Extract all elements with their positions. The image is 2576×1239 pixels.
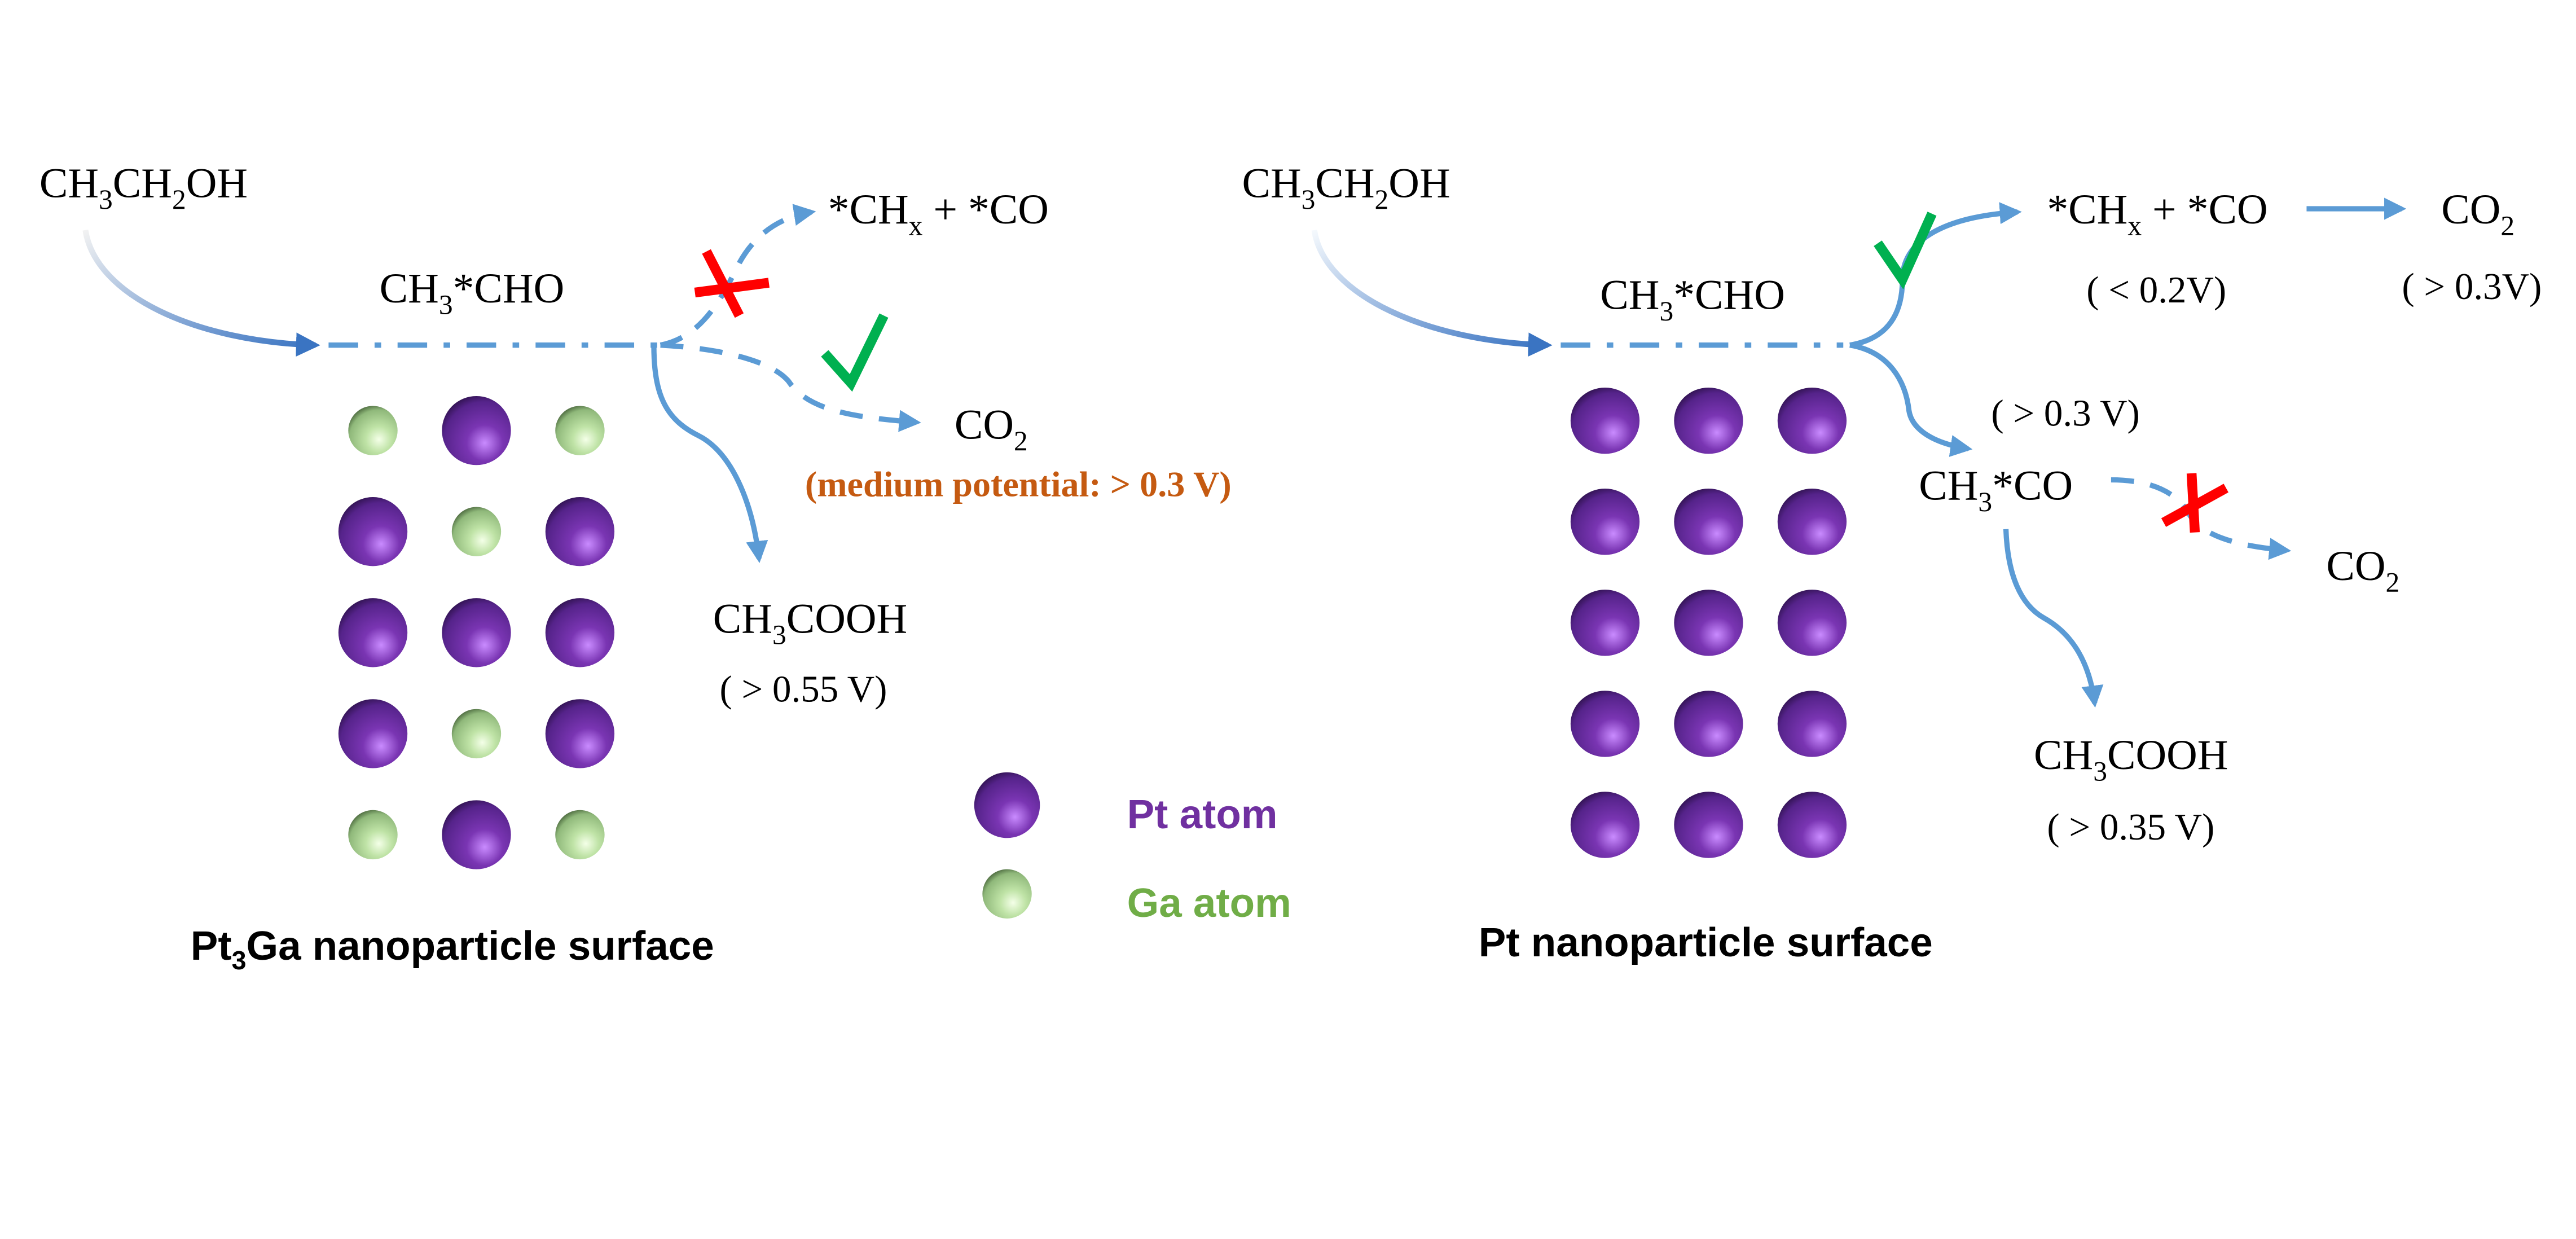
left-reactant-ethanol: CH3CH2OH [39,160,248,215]
ga-atom [555,406,605,455]
right-reactant-ethanol: CH3CH2OH [1242,160,1450,215]
right-panel-title: Pt nanoparticle surface [1479,920,1933,965]
left-acetic-acid-potential: ( > 0.55 V) [719,669,887,710]
pt-atom [1777,387,1847,454]
legend-pt-label: Pt atom [1127,792,1278,837]
pt-atom [1570,792,1640,858]
pt-atom [442,598,511,667]
right-arrow-to-acetic-acid [2003,529,2104,708]
left-arrow-ethanol-to-acetaldehyde [82,230,320,357]
pt-atom [442,396,511,465]
pt-atom [1777,590,1847,656]
right-product-acetic-acid: CH3COOH [2034,732,2228,787]
legend-pt-atom-icon [974,772,1040,838]
left-arrow-to-co2 [660,342,921,432]
left-panel: CH3CH2OH CH3*CHO *CHx + *CO CO2 (medium … [39,160,1232,976]
pt-atom [338,497,408,566]
left-arrow-to-c1 [660,204,816,348]
cross-icon [2161,473,2228,533]
pt-atom [1570,387,1640,454]
pt-atom [1570,691,1640,757]
legend: Pt atom Ga atom [974,772,1291,926]
pt-atom [1674,387,1743,454]
right-intermediate-acetaldehyde: CH3*CHO [1600,272,1785,327]
pt-atom [545,699,615,768]
right-arrow-to-c1 [1849,202,2022,348]
right-product-co2-bottom: CO2 [2326,543,2399,597]
ga-atom [555,810,605,860]
right-arrow-acetyl-to-co2 [2111,477,2292,560]
right-c1-potential: ( < 0.2V) [2086,269,2226,311]
pt-atom [1674,792,1743,858]
check-icon [1874,212,1937,290]
pt-atom [1777,691,1847,757]
right-panel: CH3CH2OH CH3*CHO *CHx + *CO ( < 0.2V) CO… [1242,160,2542,965]
pt-atom [1570,590,1640,656]
right-arrow-to-acetyl [1849,342,1973,457]
pt-atom [1674,691,1743,757]
right-acetic-acid-potential: ( > 0.35 V) [2047,806,2214,848]
pt-atom [338,598,408,667]
left-panel-title: Pt3Ga nanoparticle surface [191,923,714,975]
right-product-chx-co: *CHx + *CO [2047,186,2267,241]
ga-atom [348,810,398,860]
left-arrow-to-acetic-acid [651,345,768,564]
right-co2-top-potential: ( > 0.3V) [2402,266,2542,307]
pt-surface-grid [1570,387,1847,858]
cross-icon [694,249,770,318]
left-product-co2: CO2 [955,402,1028,456]
ga-atom [451,709,502,759]
pt-atom [338,699,408,768]
check-icon [821,313,889,392]
right-arrow-ethanol-to-acetaldehyde [1311,230,1553,357]
ga-atom [451,507,502,556]
pt-atom [1777,792,1847,858]
ga-atom [348,406,398,455]
pt-atom [545,598,615,667]
left-intermediate-acetaldehyde: CH3*CHO [380,265,565,320]
right-product-co2-top: CO2 [2441,186,2515,241]
legend-ga-label: Ga atom [1127,880,1291,926]
right-acetyl-potential: ( > 0.3 V) [1991,392,2139,434]
legend-ga-atom-icon [982,869,1032,919]
pt-atom [545,497,615,566]
left-medium-potential-note: (medium potential: > 0.3 V) [805,464,1232,504]
left-product-chx-co: *CHx + *CO [828,186,1049,241]
pt3ga-surface-grid [338,396,615,869]
pt-atom [1570,489,1640,555]
pt-atom [442,800,511,869]
pt-atom [1674,489,1743,555]
pt-atom [1777,489,1847,555]
right-intermediate-acetyl: CH3*CO [1919,462,2073,517]
pt-atom [1674,590,1743,656]
left-product-acetic-acid: CH3COOH [713,595,907,650]
